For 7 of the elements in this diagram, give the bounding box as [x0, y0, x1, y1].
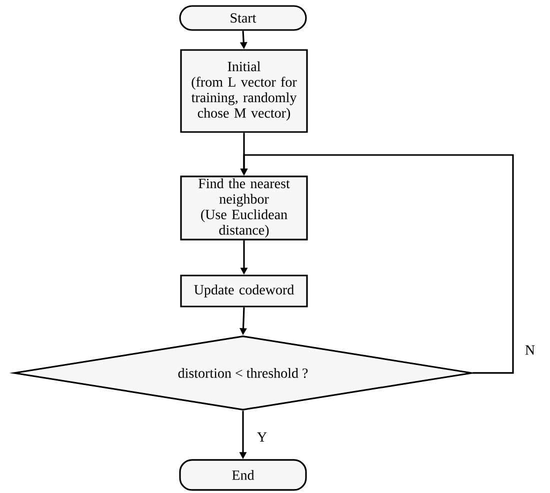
process-box: Initial (from L vector for training, randomly chose M vector) — [180, 49, 308, 133]
process-box: Update codeword — [180, 274, 308, 308]
end-terminal: End — [179, 459, 307, 491]
edge-label: N — [524, 344, 536, 356]
process-box: Find the nearest neighbor (Use Euclidean distance) — [180, 176, 308, 240]
start-terminal: Start — [179, 5, 307, 31]
edge-label: Y — [256, 431, 268, 443]
